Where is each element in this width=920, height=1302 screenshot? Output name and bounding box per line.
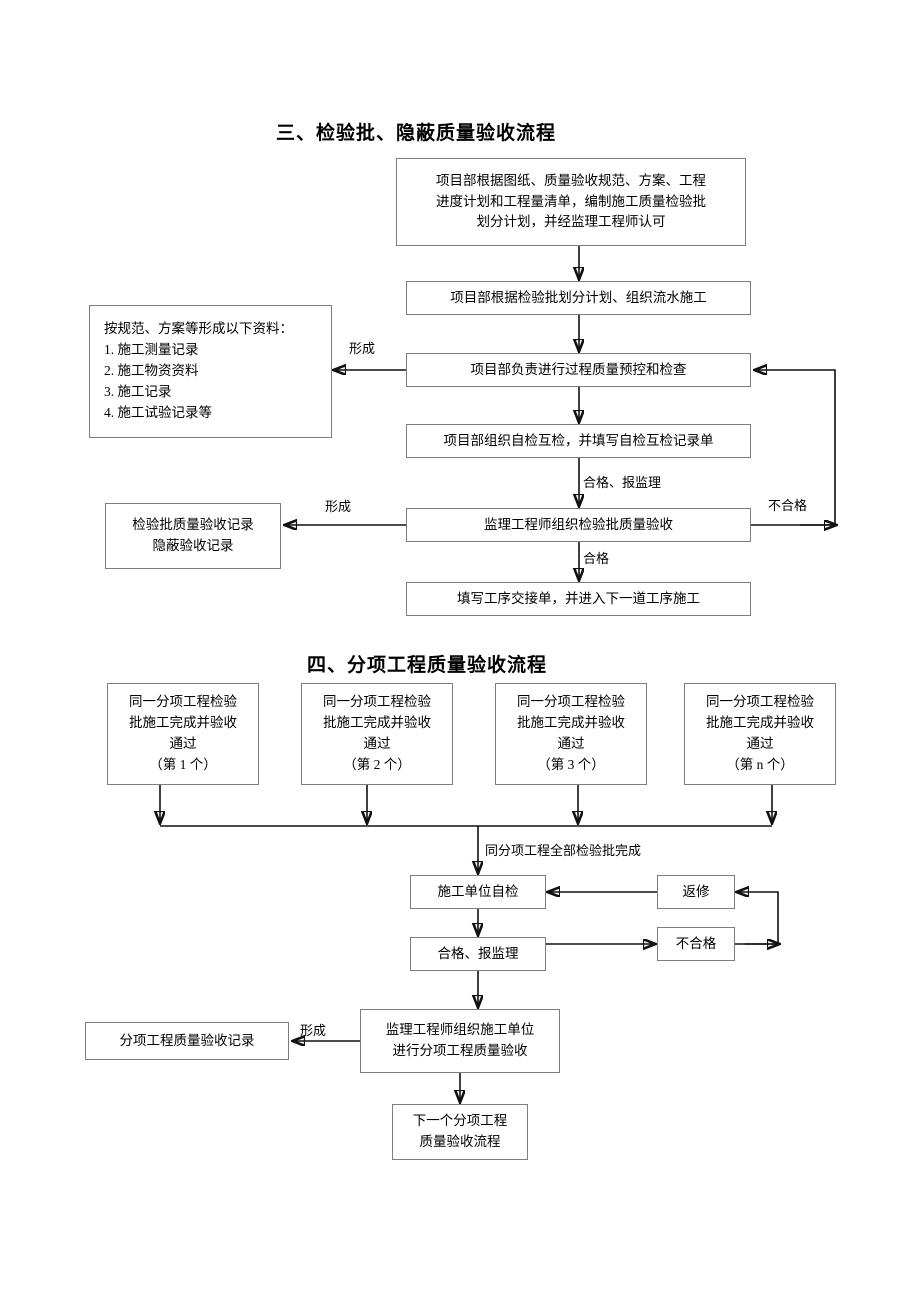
flow1-edge-label-form-docs: 形成 xyxy=(349,341,376,356)
flow1-edge-label-pass-report: 合格、报监理 xyxy=(583,475,662,490)
flow2-batch-3-line-1: 同一分项工程检验 xyxy=(517,694,625,710)
flow2-batch-n-line-4: （第 n 个） xyxy=(726,756,794,772)
flow1-documents-item-1: 1. 施工测量记录 xyxy=(104,342,199,358)
flow1-acceptance-records-line-2: 隐蔽验收记录 xyxy=(152,538,234,553)
flow2-next-subitem-line-1: 下一个分项工程 xyxy=(412,1113,508,1129)
flow1-edge-label-pass: 合格 xyxy=(583,551,610,566)
flow2-next-subitem-line-2: 质量验收流程 xyxy=(419,1134,501,1149)
flow1-node-handover-label: 填写工序交接单，并进入下一道工序施工 xyxy=(457,590,700,606)
flow2-supervisor-line-2: 进行分项工程质量验收 xyxy=(392,1043,528,1058)
section-title-4: 四、分项工程质量验收流程 xyxy=(307,655,548,676)
flow2-batch-1-line-2: 批施工完成并验收 xyxy=(129,715,237,731)
flow1-documents-item-3: 3. 施工记录 xyxy=(104,383,172,399)
flow2-node-batch-n: 同一分项工程检验 批施工完成并验收 通过 （第 n 个） xyxy=(684,683,836,785)
flow2-node-contractor-self-check: 施工单位自检 xyxy=(410,875,546,909)
flow2-node-batch-1: 同一分项工程检验 批施工完成并验收 通过 （第 1 个） xyxy=(107,683,259,785)
flow2-node-next-subitem: 下一个分项工程 质量验收流程 xyxy=(392,1104,528,1160)
flow1-acceptance-records-line-1: 检验批质量验收记录 xyxy=(132,517,254,533)
flow2-contractor-self-check-label: 施工单位自检 xyxy=(437,883,519,899)
flow2-batch-1-line-3: 通过 xyxy=(169,736,197,751)
flow1-node-self-inspection: 项目部组织自检互检，并填写自检互检记录单 xyxy=(406,424,751,458)
flow2-batch-3-line-4: （第 3 个） xyxy=(537,756,605,772)
flow1-node-process-control-label: 项目部负责进行过程质量预控和检查 xyxy=(470,361,687,377)
flow1-documents-item-2: 2. 施工物资资料 xyxy=(104,363,199,379)
flow2-acceptance-record-label: 分项工程质量验收记录 xyxy=(119,1032,255,1048)
flow1-node-supervisor-acceptance: 监理工程师组织检验批质量验收 xyxy=(406,508,751,542)
flow1-node-documents-list: 按规范、方案等形成以下资料： 1. 施工测量记录 2. 施工物资资料 3. 施工… xyxy=(89,305,332,438)
flow1-node-plan-line-2: 进度计划和工程量清单，编制施工质量检验批 xyxy=(436,193,706,209)
flow2-batch-2-line-1: 同一分项工程检验 xyxy=(323,694,431,710)
flow1-edge-label-form-records: 形成 xyxy=(325,499,352,514)
flow1-node-flow-construction: 项目部根据检验批划分计划、组织流水施工 xyxy=(406,281,751,315)
flow2-batch-n-line-3: 通过 xyxy=(746,736,774,751)
flow2-node-batch-3: 同一分项工程检验 批施工完成并验收 通过 （第 3 个） xyxy=(495,683,647,785)
flow2-pass-report-label: 合格、报监理 xyxy=(437,945,519,961)
flow1-documents-heading: 按规范、方案等形成以下资料： xyxy=(104,321,293,337)
flow1-node-supervisor-acceptance-label: 监理工程师组织检验批质量验收 xyxy=(484,516,673,532)
flow2-batch-3-line-3: 通过 xyxy=(557,736,585,751)
flow2-rework-label: 返修 xyxy=(682,883,710,899)
flow1-node-plan-line-1: 项目部根据图纸、质量验收规范、方案、工程 xyxy=(436,172,706,188)
flow2-batch-3-line-2: 批施工完成并验收 xyxy=(517,715,625,731)
flow2-node-fail: 不合格 xyxy=(657,927,735,961)
flow1-node-plan-line-3: 划分计划，并经监理工程师认可 xyxy=(476,214,666,230)
flow2-batch-2-line-4: （第 2 个） xyxy=(343,756,411,772)
flow2-node-supervisor-acceptance: 监理工程师组织施工单位 进行分项工程质量验收 xyxy=(360,1009,560,1073)
flow1-node-process-control: 项目部负责进行过程质量预控和检查 xyxy=(406,353,751,387)
flow2-fail-label: 不合格 xyxy=(675,935,717,951)
flow2-batch-1-line-1: 同一分项工程检验 xyxy=(129,694,237,710)
flow2-batch-1-line-4: （第 1 个） xyxy=(149,756,217,772)
wire-fail-to-rework xyxy=(735,892,779,945)
flow2-batch-n-line-1: 同一分项工程检验 xyxy=(706,694,814,710)
flow2-supervisor-line-1: 监理工程师组织施工单位 xyxy=(385,1022,535,1038)
flow2-node-acceptance-record: 分项工程质量验收记录 xyxy=(85,1022,289,1060)
flow2-node-rework: 返修 xyxy=(657,875,735,909)
flow1-node-acceptance-records: 检验批质量验收记录 隐蔽验收记录 xyxy=(105,503,281,569)
flow2-edge-label-all-batches-done: 同分项工程全部检验批完成 xyxy=(485,843,642,858)
flow2-edge-label-form-record: 形成 xyxy=(300,1023,327,1038)
flow2-batch-n-line-2: 批施工完成并验收 xyxy=(706,715,814,731)
flow1-node-flow-construction-label: 项目部根据检验批划分计划、组织流水施工 xyxy=(450,289,707,305)
flow2-batch-2-line-2: 批施工完成并验收 xyxy=(323,715,431,731)
flow1-node-plan: 项目部根据图纸、质量验收规范、方案、工程 进度计划和工程量清单，编制施工质量检验… xyxy=(396,158,746,246)
flow1-documents-item-4: 4. 施工试验记录等 xyxy=(104,404,212,420)
flow2-node-pass-report: 合格、报监理 xyxy=(410,937,546,971)
flow1-node-handover: 填写工序交接单，并进入下一道工序施工 xyxy=(406,582,751,616)
flow2-node-batch-2: 同一分项工程检验 批施工完成并验收 通过 （第 2 个） xyxy=(301,683,453,785)
flow1-edge-label-fail: 不合格 xyxy=(768,498,808,513)
flow2-batch-2-line-3: 通过 xyxy=(363,736,391,751)
flow1-node-self-inspection-label: 项目部组织自检互检，并填写自检互检记录单 xyxy=(443,432,714,448)
section-title-3: 三、检验批、隐蔽质量验收流程 xyxy=(276,123,557,144)
